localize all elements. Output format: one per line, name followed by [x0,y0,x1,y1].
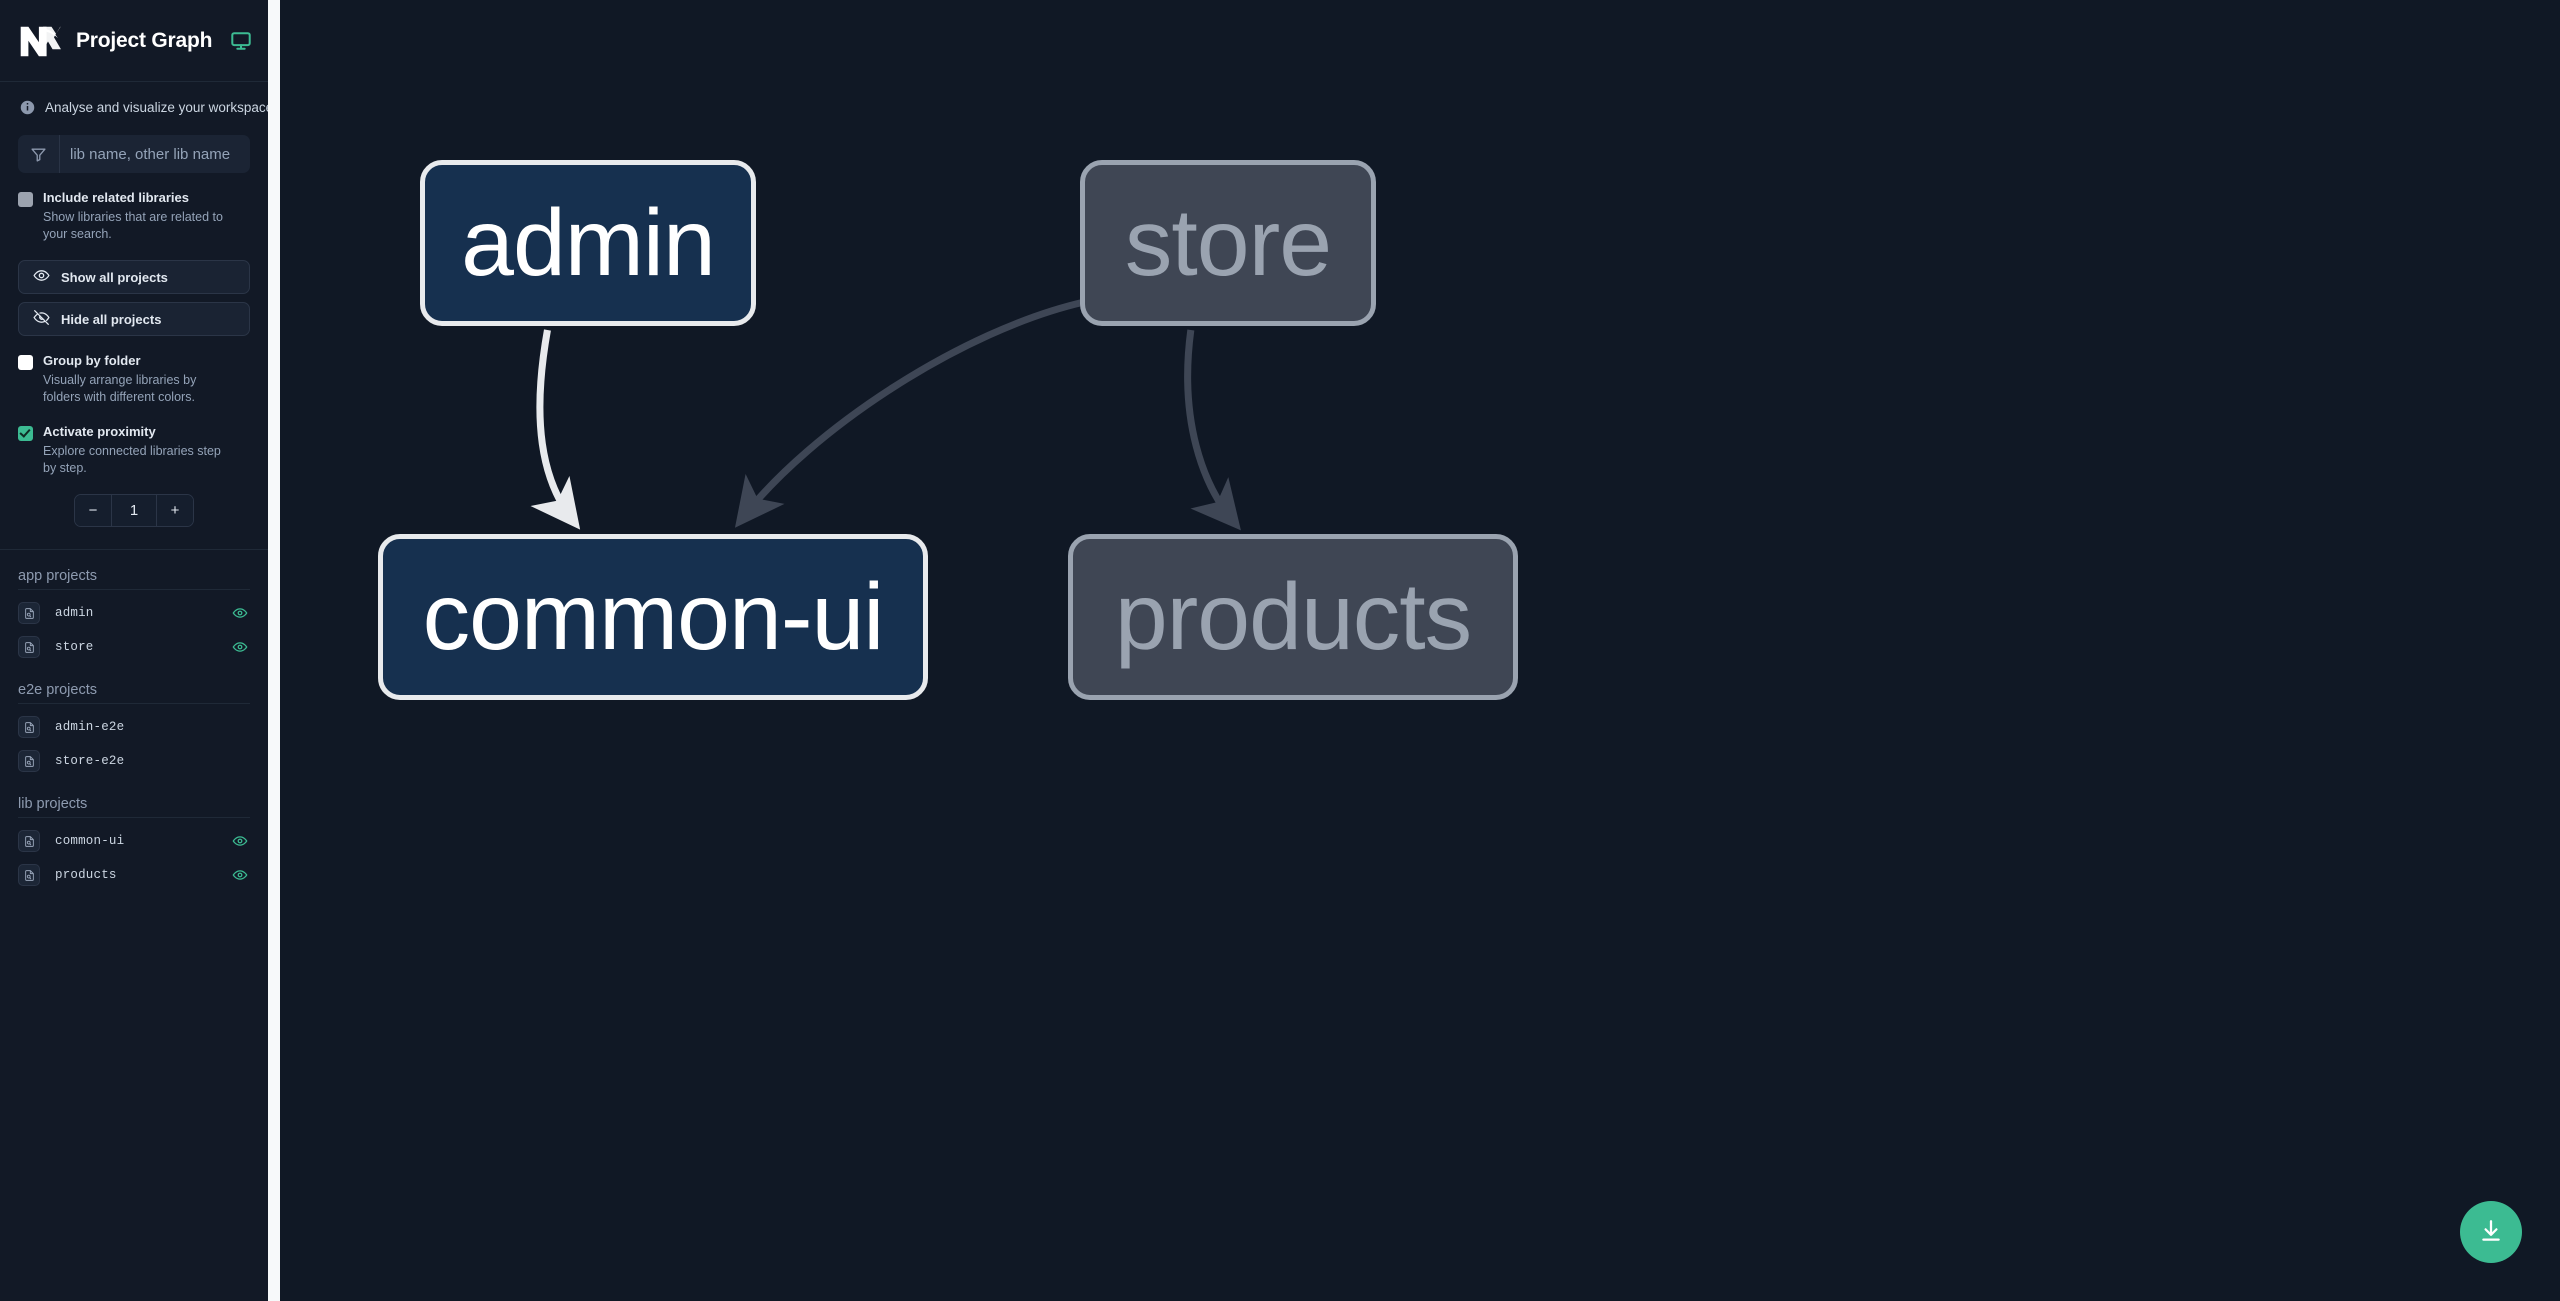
graph-node-label: store [1124,189,1332,296]
show-all-projects-button[interactable]: Show all projects [18,260,250,295]
project-visibility-toggle[interactable] [230,831,250,851]
graph-canvas[interactable]: admin store common-ui products [268,0,2560,1301]
project-visibility-toggle[interactable] [230,637,250,657]
filter-funnel-icon [18,135,60,173]
visibility-buttons: Show all projects Hide all projects [0,244,268,337]
project-name: admin-e2e [55,720,125,735]
project-name: admin [55,606,94,621]
project-list: app projects admin store e2e projects ad… [0,550,268,892]
project-name: common-ui [55,834,125,849]
tagline-text: Analyse and visualize your workspace. [45,100,268,115]
project-group-label: app projects [18,550,250,591]
project-name: products [55,868,117,883]
project-visibility-toggle[interactable] [230,751,250,771]
option-title: Activate proximity [43,424,156,440]
option-activate-proximity[interactable]: Activate proximity Explore connected lib… [0,407,268,478]
tagline: Analyse and visualize your workspace. [0,82,268,127]
project-badge-icon [18,864,40,887]
option-group-by-folder[interactable]: Group by folder Visually arrange librari… [0,336,268,407]
show-all-projects-label: Show all projects [61,269,168,285]
page-title: Project Graph [76,28,213,52]
sidebar: Project Graph Analyse and visualize your… [0,0,268,1301]
project-group-label: e2e projects [18,664,250,705]
option-description: Explore connected libraries step by step… [43,443,221,476]
project-list-item[interactable]: store [18,630,250,664]
eye-icon [33,267,50,287]
download-icon [2478,1218,2504,1247]
hide-all-projects-button[interactable]: Hide all projects [18,302,250,337]
project-list-item[interactable]: admin [18,596,250,630]
eye-off-icon [33,309,50,329]
project-badge-icon [18,750,40,773]
option-include-related-libraries[interactable]: Include related libraries Show libraries… [0,173,268,244]
project-name: store [55,640,94,655]
project-badge-icon [18,830,40,853]
activate-proximity-checkbox[interactable] [18,426,33,442]
group-by-folder-checkbox[interactable] [18,355,33,371]
sidebar-header: Project Graph [0,0,268,82]
edge-admin-to-common-ui [530,329,581,530]
option-title: Include related libraries [43,190,189,205]
graph-node-label: admin [461,189,716,296]
edge-store-to-products [1184,329,1241,531]
proximity-stepper-wrap: − 1 + [0,478,268,528]
graph-node-products[interactable]: products [1068,534,1518,700]
proximity-increment-button[interactable]: + [157,495,193,527]
proximity-decrement-button[interactable]: − [75,495,111,527]
graph-node-store[interactable]: store [1080,160,1376,326]
search-input[interactable] [60,135,250,173]
monitor-icon[interactable] [230,30,252,52]
search-box[interactable] [18,135,250,173]
graph-node-admin[interactable]: admin [420,160,756,326]
project-badge-icon [18,636,40,659]
project-visibility-toggle[interactable] [230,603,250,623]
project-visibility-toggle[interactable] [230,865,250,885]
graph-node-label: products [1114,563,1472,670]
graph-edges [530,298,1241,531]
option-description: Visually arrange libraries by folders wi… [43,372,197,405]
project-name: store-e2e [55,754,125,769]
project-list-item[interactable]: store-e2e [18,744,250,778]
project-list-item[interactable]: common-ui [18,824,250,858]
sidebar-divider [0,549,268,551]
graph-node-common-ui[interactable]: common-ui [378,534,928,700]
project-list-item[interactable]: products [18,858,250,892]
project-visibility-toggle[interactable] [230,717,250,737]
search-section [0,127,268,173]
option-title: Group by folder [43,353,141,369]
project-badge-icon [18,602,40,625]
project-group-label: lib projects [18,778,250,819]
project-badge-icon [18,716,40,739]
edge-store-to-common-ui [734,298,1086,528]
download-graph-button[interactable] [2460,1201,2522,1263]
hide-all-projects-label: Hide all projects [61,311,162,327]
info-icon [20,100,35,115]
graph-node-label: common-ui [422,563,885,670]
option-description: Show libraries that are related to your … [43,209,223,242]
nx-logo-icon [20,24,62,58]
project-list-item[interactable]: admin-e2e [18,710,250,744]
proximity-value: 1 [111,495,157,527]
sidebar-resize-handle[interactable] [268,0,280,1301]
include-related-libraries-checkbox[interactable] [18,192,33,207]
proximity-stepper: − 1 + [74,494,194,528]
